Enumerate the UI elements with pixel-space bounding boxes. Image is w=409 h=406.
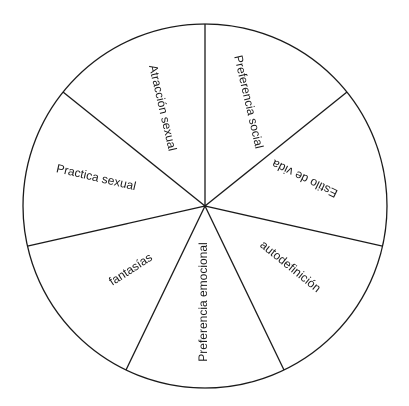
spoke-7 xyxy=(62,91,206,207)
spoke-5 xyxy=(125,205,206,371)
wheel-spokes xyxy=(27,24,383,371)
segment-label-preferencia-emocional: Preferencia emocional xyxy=(196,242,210,361)
spoke-3 xyxy=(204,205,383,247)
spoke-4 xyxy=(204,205,285,371)
spoke-6 xyxy=(27,205,206,247)
spoke-2 xyxy=(204,91,348,207)
